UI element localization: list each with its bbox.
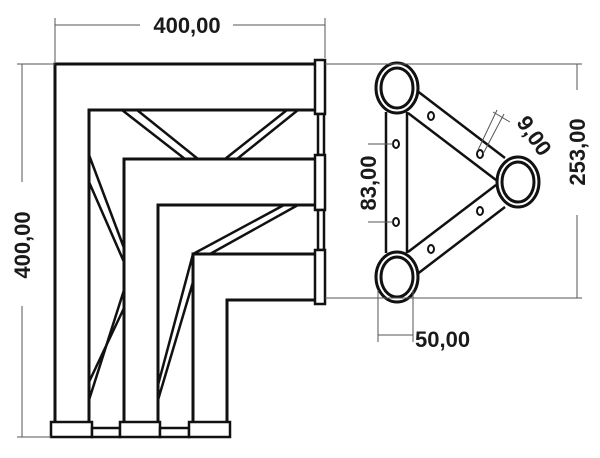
cross-section-view: 253,00 83,00 9,00 50,00: [325, 61, 590, 352]
height-dimension: 400,00: [10, 63, 55, 438]
chord-bars: [384, 89, 506, 276]
hole-offset-label: 9,00: [512, 111, 557, 160]
tube-right: [495, 155, 541, 209]
hole-spacing-dimension: 83,00: [356, 143, 393, 223]
hole-spacing-label: 83,00: [356, 155, 381, 210]
section-height-dimension: 253,00: [325, 63, 590, 299]
section-height-label: 253,00: [565, 118, 590, 185]
end-plates-right: [313, 58, 327, 306]
end-plates-bottom: [49, 420, 232, 439]
tube-bottom: [374, 250, 420, 304]
hole-offset-dimension: 9,00: [477, 109, 557, 160]
diagonal-braces: [87, 109, 299, 401]
tube-circles: [374, 61, 541, 304]
width-dimension-label: 400,00: [153, 13, 220, 38]
tube-diameter-label: 50,00: [415, 327, 470, 352]
tube-diameter-dimension: 50,00: [377, 290, 470, 352]
height-dimension-label: 400,00: [10, 211, 35, 278]
width-dimension: 400,00: [54, 13, 326, 62]
side-view: 400,00 400,00: [10, 13, 327, 439]
tube-top: [374, 61, 420, 115]
